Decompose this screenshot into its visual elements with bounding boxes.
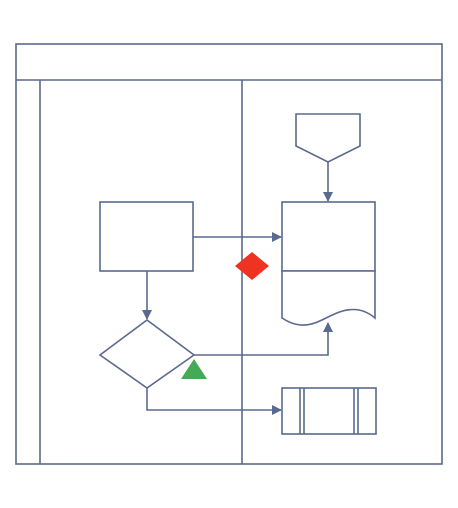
document-upper-box[interactable]	[281, 201, 376, 272]
decision-diamond[interactable]	[98, 319, 196, 389]
process-box[interactable]	[99, 201, 194, 272]
connector-decision-to-document[interactable]	[194, 322, 333, 356]
predefined-process-box[interactable]	[281, 387, 377, 435]
off-page-connector[interactable]	[295, 113, 361, 163]
document-shape[interactable]	[281, 270, 376, 326]
red-diamond-marker[interactable]	[235, 252, 269, 280]
green-triangle-marker[interactable]	[181, 359, 207, 379]
pool-frame	[15, 43, 443, 465]
connector-decision-to-predefined-process[interactable]	[146, 388, 282, 415]
